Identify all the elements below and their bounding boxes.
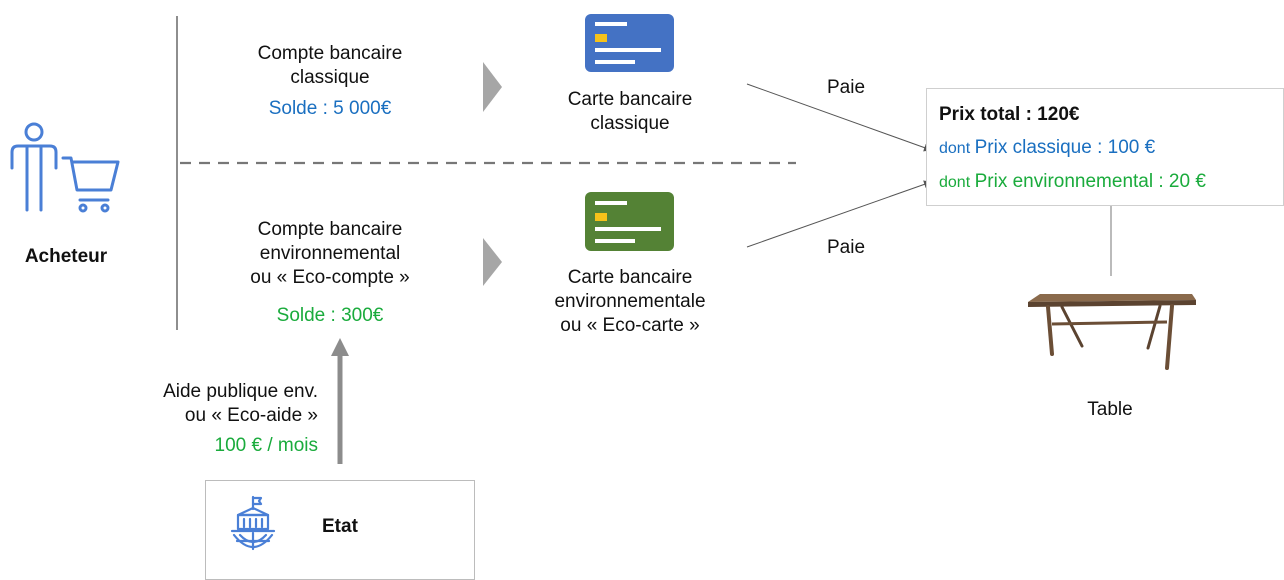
eco-card-label-1: Carte bancaire bbox=[567, 267, 693, 288]
pay-arrow-eco bbox=[746, 180, 932, 248]
eco-card-label-2: environnementale bbox=[554, 291, 706, 312]
price-env: Prix environnemental : 20 € bbox=[974, 171, 1206, 192]
aid-line-2: ou « Eco-aide » bbox=[184, 405, 318, 426]
classic-card-icon bbox=[585, 14, 674, 72]
classic-account-title-1: Compte bancaire bbox=[257, 43, 403, 64]
classic-account-balance: Solde : 5 000€ bbox=[268, 98, 392, 119]
eco-card-label-3: ou « Eco-carte » bbox=[560, 315, 700, 336]
price-box: Prix total : 120€ dont Prix classique : … bbox=[926, 88, 1284, 206]
aid-text: Aide publique env. ou « Eco-aide » 100 €… bbox=[60, 380, 318, 458]
eco-account-title-3: ou « Eco-compte » bbox=[250, 267, 410, 288]
price-classic: Prix classique : 100 € bbox=[974, 137, 1156, 158]
price-total: Prix total : 120€ bbox=[939, 104, 1080, 125]
classic-card-label-2: classique bbox=[590, 113, 670, 134]
product-label: Table bbox=[1087, 399, 1133, 420]
eco-account-balance: Solde : 300€ bbox=[276, 305, 384, 326]
person-cart-icon bbox=[10, 122, 120, 213]
chevron-classic-icon bbox=[483, 62, 502, 112]
pay-label-classic: Paie bbox=[826, 77, 866, 98]
classic-account-title-2: classique bbox=[290, 67, 370, 88]
price-env-line: dont Prix environnemental : 20 € bbox=[939, 170, 1206, 195]
chevron-eco-icon bbox=[483, 238, 502, 286]
aid-amount: 100 € / mois bbox=[214, 435, 319, 456]
table-icon bbox=[1028, 294, 1196, 370]
classic-account: Compte bancaire classique Solde : 5 000€ bbox=[230, 42, 430, 121]
state-label: Etat bbox=[322, 516, 358, 537]
classic-card-label: Carte bancaire classique bbox=[530, 88, 730, 136]
price-classic-line: dont Prix classique : 100 € bbox=[939, 136, 1155, 161]
pay-arrow-classic bbox=[746, 83, 932, 152]
aid-arrow-head bbox=[331, 338, 349, 356]
eco-account-title-2: environnemental bbox=[259, 243, 401, 264]
aid-line-1: Aide publique env. bbox=[163, 381, 318, 402]
classic-card-label-1: Carte bancaire bbox=[567, 89, 693, 110]
eco-account-title-1: Compte bancaire bbox=[257, 219, 403, 240]
eco-card-label: Carte bancaire environnementale ou « Eco… bbox=[530, 266, 730, 338]
eco-account: Compte bancaire environnemental ou « Eco… bbox=[230, 218, 430, 328]
buyer-label: Acheteur bbox=[24, 246, 108, 267]
government-building-icon bbox=[230, 495, 276, 551]
pay-label-eco: Paie bbox=[826, 237, 866, 258]
eco-card-icon bbox=[585, 192, 674, 251]
price-env-prefix: dont bbox=[939, 174, 971, 191]
price-classic-prefix: dont bbox=[939, 140, 971, 157]
state-box: Etat bbox=[205, 480, 475, 580]
